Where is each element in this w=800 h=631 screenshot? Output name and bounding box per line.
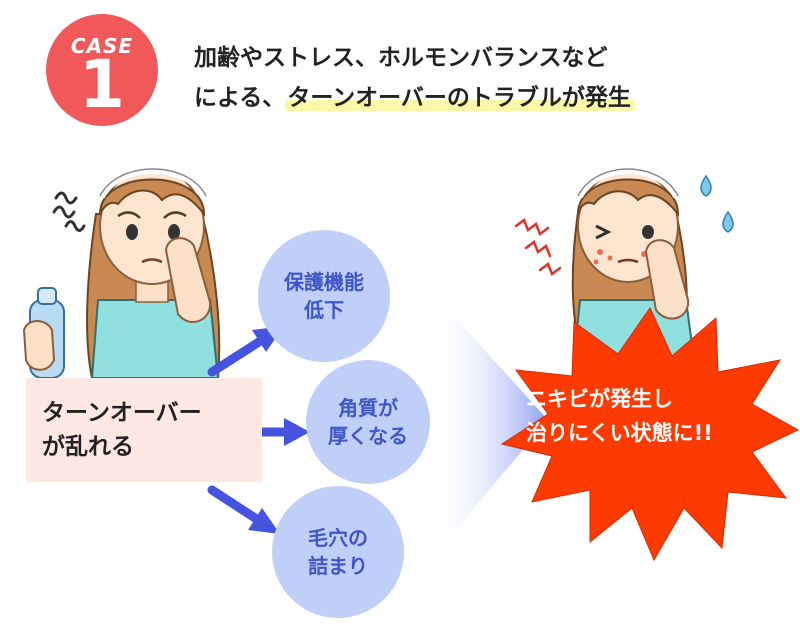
effect-bubble-keratin: 角質が 厚くなる (306, 360, 430, 484)
sweat-drop-icon (700, 174, 712, 197)
effect-bubble-line-1: 角質が (338, 396, 398, 420)
effect-bubble-pores: 毛穴の 詰まり (272, 486, 404, 618)
headline-line-2: による、ターンオーバーのトラブルが発生 (194, 78, 635, 118)
cause-line-2: が乱れる (42, 434, 134, 460)
effect-bubble-protection: 保護機能 低下 (258, 230, 390, 362)
case-label: CASE (70, 34, 134, 58)
result-line-2: 治りにくい状態に!! (526, 421, 713, 445)
headline-line-1: 加齢やストレス、ホルモンバランスなど (194, 45, 608, 71)
effect-bubble-line-1: 毛穴の (308, 526, 368, 550)
worried-woman-illustration (22, 164, 221, 379)
headline: 加齢やストレス、ホルモンバランスなど による、ターンオーバーのトラブルが発生 (194, 38, 635, 118)
effect-bubble-line-2: 詰まり (308, 554, 368, 578)
sweat-drop-icon (722, 210, 734, 233)
distressed-woman-illustration (514, 164, 734, 361)
effect-bubble-line-2: 低下 (304, 298, 344, 322)
headline-line-2-plain: による、 (194, 85, 286, 111)
case-number: 1 (79, 46, 125, 123)
headline-highlight: ターンオーバーのトラブルが発生 (285, 85, 635, 111)
result-text: ニキビが発生し 治りにくい状態に!! (526, 382, 786, 450)
effect-bubble-line-2: 厚くなる (328, 424, 408, 448)
gradient-funnel-arrow (430, 290, 548, 560)
case-badge: CASE 1 (46, 14, 158, 126)
result-burst-shape (500, 306, 800, 562)
flow-arrows (207, 326, 310, 534)
effect-bubble-line-1: 保護機能 (284, 270, 364, 294)
cause-box: ターンオーバー が乱れる (26, 378, 262, 482)
worry-squiggle-icon (52, 191, 86, 232)
result-line-1: ニキビが発生し (526, 387, 673, 411)
arrow-to-keratin (257, 418, 310, 446)
cause-line-1: ターンオーバー (42, 400, 202, 426)
irritation-marks-icon (514, 218, 562, 276)
arrow-to-pores (207, 485, 280, 534)
